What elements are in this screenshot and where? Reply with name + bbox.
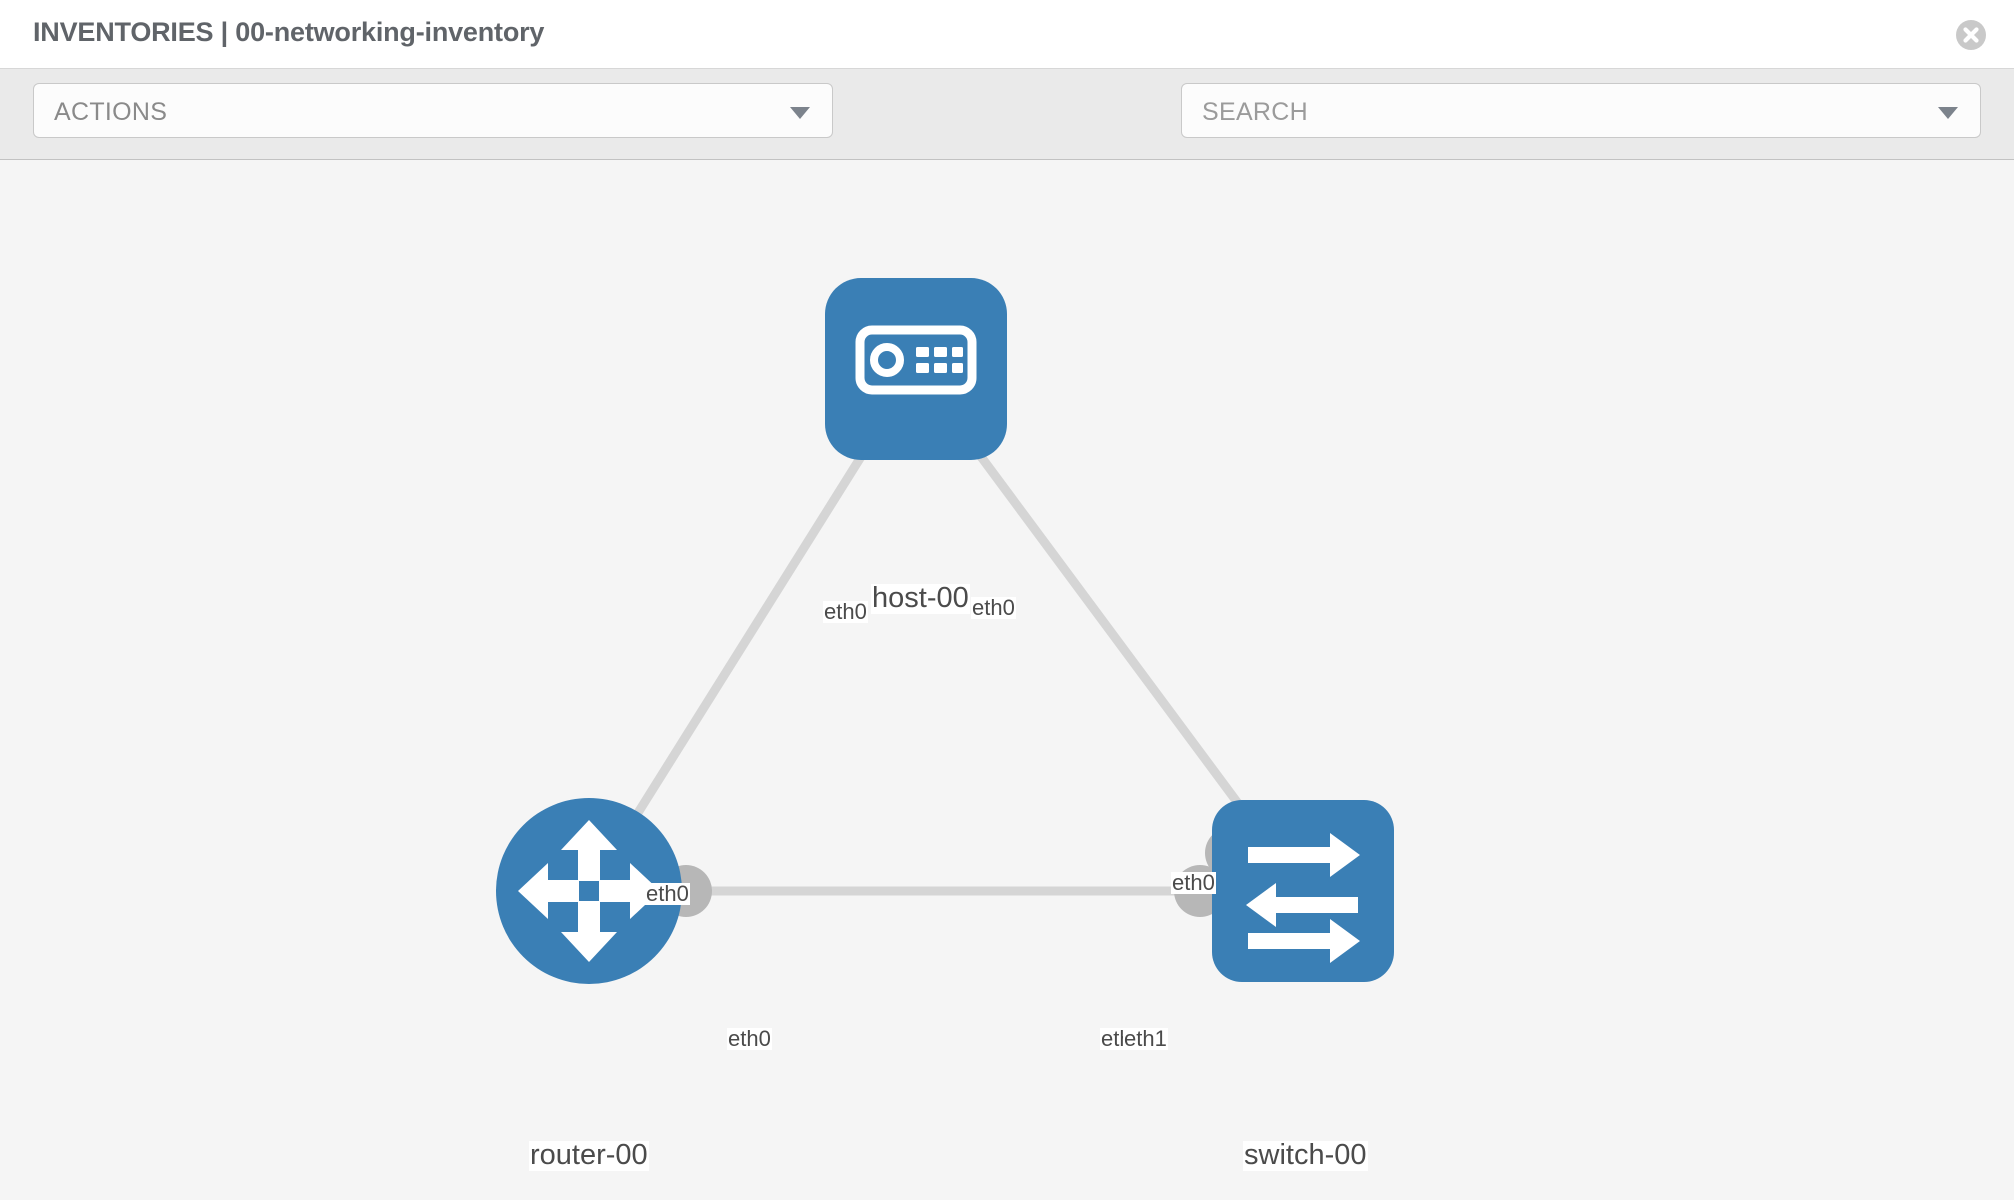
toolbar: ACTIONS SEARCH	[0, 69, 2014, 192]
close-icon[interactable]	[1956, 20, 1986, 50]
chevron-down-icon	[790, 107, 810, 119]
node-label-host-00: host-00	[871, 582, 970, 614]
search-input[interactable]: SEARCH	[1181, 83, 1981, 138]
link-label-eth0-router-up: eth0	[645, 881, 690, 906]
node-host-00[interactable]	[825, 278, 1007, 460]
link-label-eth0-host-right: eth0	[971, 595, 1016, 620]
topology-graph	[496, 278, 1394, 984]
topology-canvas[interactable]: eth0 eth0 eth0 eth0 eth0 eth eth1 host-0…	[0, 160, 2014, 1200]
link-label-eth0-host-left: eth0	[823, 599, 868, 624]
server-icon	[855, 325, 977, 395]
router-arrows-icon	[518, 820, 660, 962]
actions-dropdown[interactable]: ACTIONS	[33, 83, 833, 138]
link-label-eth0-router-right: eth0	[727, 1026, 772, 1051]
node-switch-00[interactable]	[1212, 800, 1394, 982]
title-bar: INVENTORIES | 00-networking-inventory	[0, 0, 2014, 69]
link-label-eth0-switch-up: eth0	[1171, 870, 1216, 895]
node-label-router-00: router-00	[529, 1139, 649, 1171]
page-title: INVENTORIES | 00-networking-inventory	[33, 17, 545, 47]
switch-arrows-icon	[1246, 833, 1360, 963]
link-label-eth1-switch-left: eth1	[1123, 1026, 1168, 1051]
search-placeholder: SEARCH	[1202, 98, 1308, 126]
actions-dropdown-label: ACTIONS	[54, 98, 168, 126]
chevron-down-icon	[1938, 107, 1958, 119]
node-router-00[interactable]	[496, 798, 682, 984]
node-label-switch-00: switch-00	[1243, 1139, 1368, 1171]
